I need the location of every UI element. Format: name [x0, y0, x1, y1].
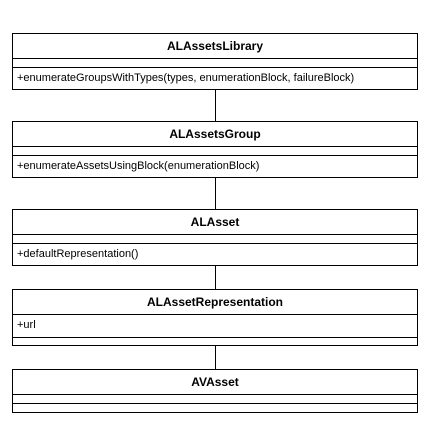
class-box-alassetslibrary[interactable]: ALAssetsLibrary +enumerateGroupsWithType…	[12, 33, 418, 90]
attributes-section	[13, 235, 417, 244]
association-line	[215, 266, 216, 289]
methods-section	[13, 338, 417, 346]
attribute: +url	[13, 315, 417, 338]
class-name: ALAssetRepresentation	[13, 290, 417, 315]
method: +defaultRepresentation()	[17, 248, 139, 260]
association-line	[215, 178, 216, 209]
class-box-alassetsgroup[interactable]: ALAssetsGroup +enumerateAssetsUsingBlock…	[12, 121, 418, 178]
attributes-section	[13, 147, 417, 156]
method: +enumerateGroupsWithTypes(types, enumera…	[17, 72, 355, 84]
class-name: ALAsset	[13, 210, 417, 235]
class-name: AVAsset	[13, 370, 417, 395]
class-box-avasset[interactable]: AVAsset	[12, 369, 418, 413]
methods-section	[13, 404, 417, 412]
method: +enumerateAssetsUsingBlock(enumerationBl…	[17, 160, 260, 172]
class-box-alassetrepresentation[interactable]: ALAssetRepresentation +url	[12, 289, 418, 346]
class-name: ALAssetsLibrary	[13, 34, 417, 59]
association-line	[215, 346, 216, 369]
association-line	[215, 90, 216, 121]
attributes-section	[13, 395, 417, 404]
class-name: ALAssetsGroup	[13, 122, 417, 147]
attributes-section	[13, 59, 417, 68]
class-box-alasset[interactable]: ALAsset +defaultRepresentation()	[12, 209, 418, 266]
